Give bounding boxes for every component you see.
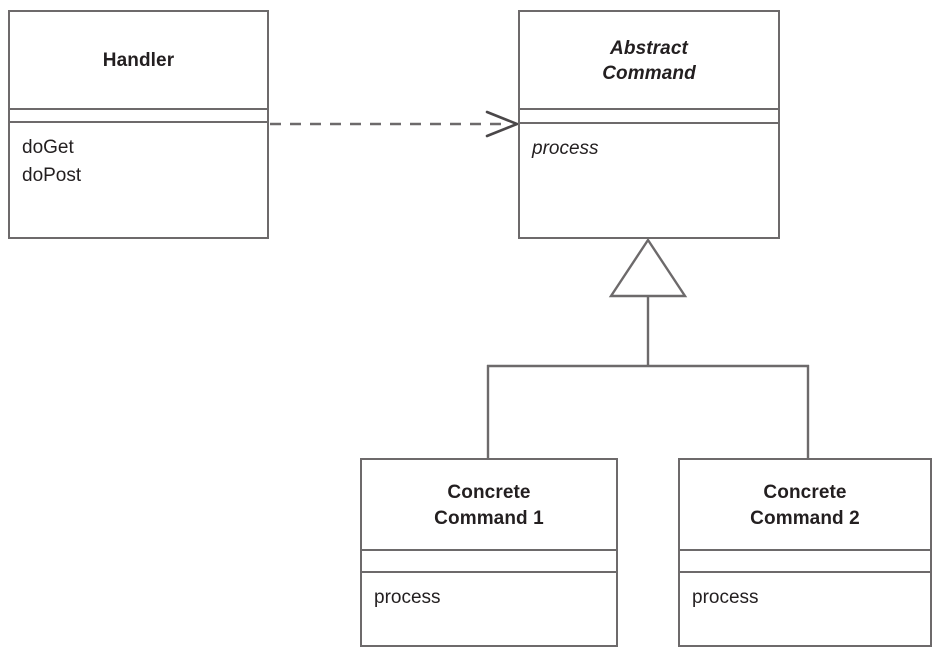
operation-item: doGet: [22, 137, 74, 158]
class-name-line: Command 1: [434, 507, 544, 529]
uml-class-abstract-command[interactable]: Abstract Command process: [518, 10, 780, 239]
operations-compartment-handler: doGet doPost: [10, 123, 267, 237]
uml-class-handler[interactable]: Handler doGet doPost: [8, 10, 269, 239]
compartment-divider: [680, 549, 930, 551]
compartment-divider: [362, 571, 616, 573]
class-name-concrete-command-1: Concrete Command 1: [362, 460, 616, 549]
compartment-divider: [10, 108, 267, 110]
class-name-line: Concrete: [447, 482, 531, 504]
compartment-divider: [520, 122, 778, 124]
operation-item: process: [692, 587, 759, 608]
compartment-divider: [10, 121, 267, 123]
operations-compartment-concrete-command-1: process: [362, 573, 616, 645]
attributes-compartment-abstract-command: [520, 110, 778, 122]
open-arrowhead-icon: [485, 110, 521, 138]
operation-item: process: [532, 138, 599, 159]
operation-item: process: [374, 587, 441, 608]
class-name-handler: Handler: [10, 12, 267, 108]
compartment-divider: [680, 571, 930, 573]
dependency-handler-to-abstract-command: [270, 110, 521, 138]
attributes-compartment-concrete-command-2: [680, 551, 930, 571]
attributes-compartment-handler: [10, 110, 267, 121]
class-name-line: Concrete: [763, 482, 847, 504]
class-name-line: Handler: [102, 50, 175, 72]
generalization-tree: [486, 237, 810, 459]
operations-compartment-concrete-command-2: process: [680, 573, 930, 645]
operation-item: doPost: [22, 164, 82, 186]
uml-class-concrete-command-1[interactable]: Concrete Command 1 process: [360, 458, 618, 647]
class-name-concrete-command-2: Concrete Command 2: [680, 460, 930, 549]
class-name-line: Command: [602, 63, 696, 84]
operations-compartment-abstract-command: process: [520, 124, 778, 237]
class-name-line: Command 2: [750, 507, 860, 529]
class-name-line: Abstract: [610, 37, 688, 59]
compartment-divider: [520, 108, 778, 110]
hollow-triangle-icon: [608, 237, 688, 298]
uml-class-concrete-command-2[interactable]: Concrete Command 2 process: [678, 458, 932, 647]
compartment-divider: [362, 549, 616, 551]
class-name-abstract-command: Abstract Command: [520, 12, 778, 108]
attributes-compartment-concrete-command-1: [362, 551, 616, 571]
